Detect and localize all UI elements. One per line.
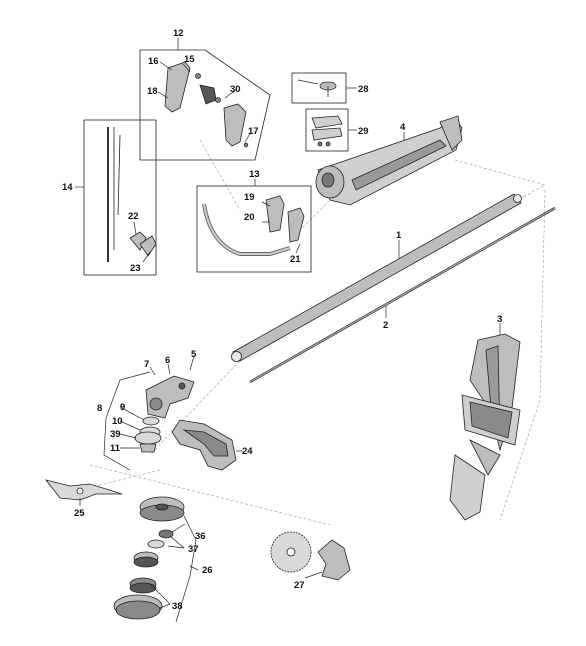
label-12: 12 xyxy=(173,28,184,39)
label-6: 6 xyxy=(165,355,170,366)
label-13: 13 xyxy=(249,169,260,180)
label-16: 16 xyxy=(148,56,159,67)
label-27: 27 xyxy=(294,580,305,591)
trimmer-head-group xyxy=(113,496,199,623)
label-36: 36 xyxy=(195,531,206,542)
label-11: 11 xyxy=(110,443,121,454)
motor-cover-bottom xyxy=(311,127,343,141)
label-26: 26 xyxy=(202,565,213,576)
label-37: 37 xyxy=(188,544,199,555)
label-5: 5 xyxy=(191,349,197,360)
label-19: 19 xyxy=(244,192,255,203)
label-21: 21 xyxy=(290,254,301,265)
label-28: 28 xyxy=(358,84,369,95)
loop-handle-grip xyxy=(287,207,305,243)
label-22: 22 xyxy=(128,211,139,222)
gear-output-shaft xyxy=(139,443,157,453)
cable-clip-alt xyxy=(139,235,157,257)
label-18: 18 xyxy=(147,86,158,97)
motor-cover-top xyxy=(311,115,343,129)
handle-kit-group xyxy=(139,38,271,161)
saw-blade-guard xyxy=(317,539,351,581)
label-2: 2 xyxy=(383,320,388,331)
assembly-guide-lines xyxy=(59,139,546,526)
inner-drive-shaft xyxy=(249,206,556,384)
knob-group xyxy=(291,72,357,104)
thrust-flange xyxy=(134,431,162,445)
front-handle-grip xyxy=(164,61,191,113)
label-30: 30 xyxy=(230,84,241,95)
label-23: 23 xyxy=(130,263,141,274)
saw-blade-group xyxy=(270,531,351,581)
label-25: 25 xyxy=(74,508,85,519)
cutting-guard xyxy=(171,419,243,471)
loop-handle-group xyxy=(196,179,312,273)
eyelet xyxy=(147,539,165,549)
drive-shaft-tube xyxy=(231,193,522,362)
cable-kit-group xyxy=(75,119,157,276)
label-17: 17 xyxy=(248,126,259,137)
grip-trigger xyxy=(199,84,217,105)
gear-head-housing xyxy=(145,375,195,419)
loop-handle-clamp xyxy=(265,195,285,233)
rear-handle-grip xyxy=(223,103,247,147)
three-tooth-blade xyxy=(44,479,123,506)
motor-cover-group xyxy=(305,108,357,152)
label-3: 3 xyxy=(497,314,502,325)
callout-labels: 12 16 15 18 30 17 28 29 4 14 13 19 20 22… xyxy=(62,28,502,612)
label-29: 29 xyxy=(358,126,369,137)
gear-head-group xyxy=(103,355,195,471)
label-10: 10 xyxy=(112,416,123,427)
label-15: 15 xyxy=(184,54,195,65)
spring xyxy=(158,529,174,539)
motor-housing xyxy=(315,115,463,206)
shoulder-harness xyxy=(449,323,521,521)
harness-hip-pad xyxy=(449,454,486,521)
label-7: 7 xyxy=(144,359,149,370)
label-14: 14 xyxy=(62,182,73,193)
label-38: 38 xyxy=(172,601,183,612)
label-4: 4 xyxy=(400,122,406,133)
label-8: 8 xyxy=(97,403,102,414)
label-9: 9 xyxy=(120,402,125,413)
bearing xyxy=(142,416,160,426)
label-1: 1 xyxy=(396,230,402,241)
label-20: 20 xyxy=(244,212,255,223)
label-24: 24 xyxy=(242,446,253,457)
handle-screw xyxy=(195,73,201,79)
label-39: 39 xyxy=(110,429,121,440)
